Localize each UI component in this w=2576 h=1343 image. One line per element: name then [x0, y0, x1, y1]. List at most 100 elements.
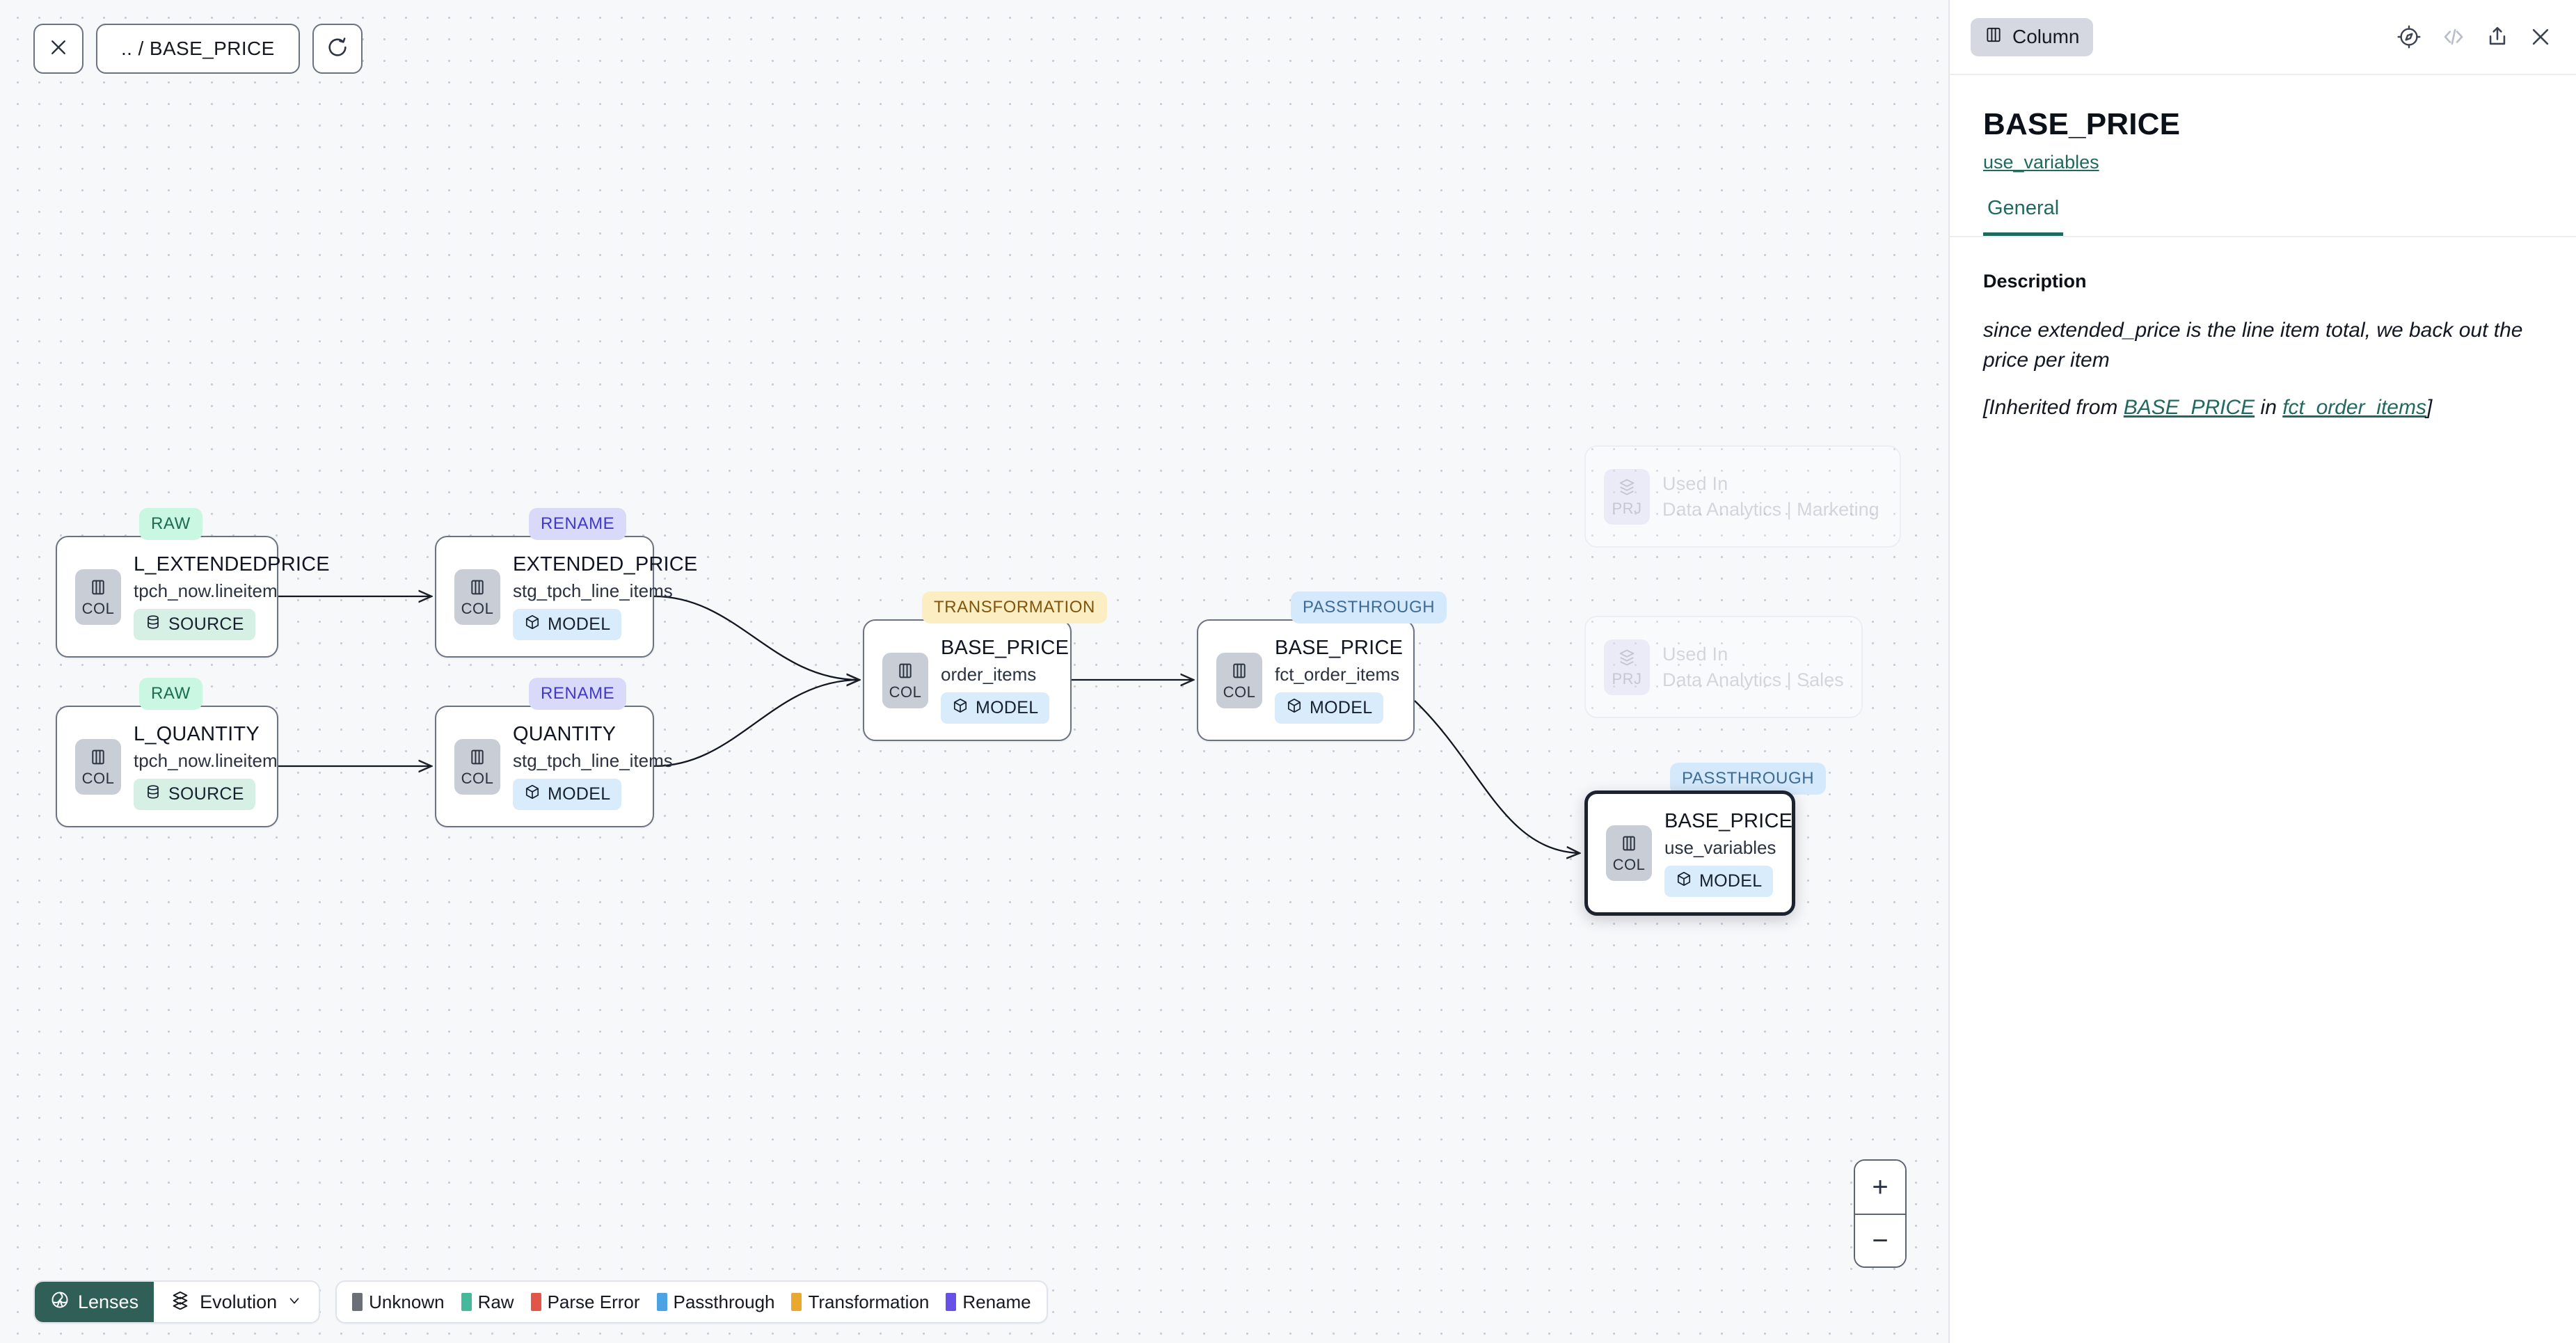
- inherited-model-link[interactable]: fct_order_items: [2282, 396, 2426, 420]
- node-title: QUANTITY: [513, 723, 617, 745]
- project-icon-chip: PRJ: [1604, 639, 1650, 695]
- node-kind-badge: MODEL: [941, 692, 1050, 724]
- node-title: L_QUANTITY: [134, 723, 260, 745]
- tab-general[interactable]: General: [1983, 197, 2064, 236]
- legend-item[interactable]: Rename: [946, 1292, 1031, 1313]
- legend-label: Rename: [962, 1291, 1031, 1312]
- lenses-button[interactable]: Lenses: [35, 1282, 154, 1322]
- column-icon-label: COL: [1612, 856, 1646, 873]
- legend-swatch: [461, 1293, 472, 1311]
- used-in-node[interactable]: PRJ Used In Data Analytics | Marketing: [1584, 445, 1901, 548]
- evolution-label: Evolution: [200, 1291, 278, 1312]
- stage-badge-passthrough[interactable]: PASSTHROUGH: [1291, 591, 1447, 623]
- inherited-column-link[interactable]: BASE_PRICE: [2123, 396, 2255, 420]
- node-kind-label: MODEL: [548, 784, 611, 804]
- node-subtitle: tpch_now.lineitem: [134, 750, 278, 771]
- refresh-button[interactable]: [312, 24, 363, 74]
- project-icon: [1617, 648, 1637, 671]
- column-icon-chip: COL: [454, 569, 500, 625]
- database-icon: [145, 784, 161, 805]
- breadcrumb[interactable]: .. / BASE_PRICE: [96, 24, 300, 74]
- node-subtitle: use_variables: [1664, 836, 1776, 858]
- used-in-subtitle: Data Analytics | Marketing: [1662, 498, 1879, 520]
- node-title: L_EXTENDEDPRICE: [134, 553, 330, 575]
- cube-icon: [524, 614, 541, 635]
- evolution-dropdown[interactable]: Evolution: [154, 1282, 319, 1322]
- details-panel: Column: [1948, 0, 2576, 1343]
- column-icon: [1230, 661, 1249, 684]
- lens-group: Lenses Evolution: [33, 1280, 321, 1324]
- code-icon[interactable]: [2441, 24, 2466, 49]
- compass-icon[interactable]: [2396, 24, 2422, 49]
- entity-type-label: Column: [2012, 26, 2080, 47]
- used-in-node[interactable]: PRJ Used In Data Analytics | Sales: [1584, 616, 1863, 718]
- canvas-toolbar: .. / BASE_PRICE: [33, 24, 363, 74]
- description-text: since extended_price is the line item to…: [1983, 319, 2523, 372]
- details-panel-header: Column: [1950, 0, 2576, 75]
- layers-icon: [170, 1290, 190, 1314]
- lineage-canvas[interactable]: .. / BASE_PRICE: [0, 0, 1948, 1343]
- stage-badge-raw[interactable]: RAW: [139, 508, 202, 540]
- cube-icon: [952, 697, 969, 719]
- legend-label: Parse Error: [547, 1291, 640, 1312]
- node-kind-badge: MODEL: [1664, 865, 1774, 897]
- close-panel-icon[interactable]: [2529, 25, 2552, 49]
- legend-item[interactable]: Transformation: [791, 1292, 929, 1313]
- column-icon-label: COL: [81, 769, 115, 787]
- column-icon: [1985, 26, 2003, 49]
- node-kind-badge: SOURCE: [134, 779, 255, 810]
- share-icon[interactable]: [2486, 25, 2509, 49]
- refresh-icon: [326, 36, 349, 62]
- node-kind-label: MODEL: [976, 698, 1039, 717]
- node-kind-badge: MODEL: [513, 609, 622, 640]
- column-icon: [468, 578, 487, 601]
- zoom-out-button[interactable]: −: [1855, 1214, 1905, 1266]
- legend-swatch: [946, 1293, 957, 1311]
- cube-icon: [1676, 871, 1692, 892]
- node-subtitle: fct_order_items: [1275, 664, 1400, 685]
- legend-item[interactable]: Unknown: [352, 1292, 445, 1313]
- stage-badge-raw[interactable]: RAW: [139, 678, 202, 710]
- project-icon-chip: PRJ: [1604, 468, 1650, 525]
- used-in-subtitle: Data Analytics | Sales: [1662, 669, 1844, 690]
- inherited-prefix: [Inherited from: [1983, 396, 2124, 420]
- legend-item[interactable]: Raw: [461, 1292, 514, 1313]
- legend-item[interactable]: Parse Error: [530, 1291, 640, 1313]
- stage-badge-rename[interactable]: RENAME: [529, 678, 627, 710]
- database-icon: [145, 614, 161, 635]
- lenses-label: Lenses: [78, 1291, 139, 1312]
- node-subtitle: tpch_now.lineitem: [134, 580, 278, 601]
- cube-icon: [524, 784, 541, 805]
- node-kind-label: MODEL: [1699, 871, 1763, 891]
- legend-label: Transformation: [808, 1291, 930, 1312]
- close-graph-button[interactable]: [33, 24, 84, 74]
- project-icon: [1617, 477, 1637, 500]
- panel-header-actions: [2396, 24, 2552, 49]
- column-icon-label: COL: [81, 599, 115, 617]
- parent-model-link[interactable]: use_variables: [1983, 152, 2099, 173]
- description-label: Description: [1983, 271, 2087, 292]
- stage-badge-transformation[interactable]: TRANSFORMATION: [922, 591, 1107, 623]
- node-kind-label: SOURCE: [168, 784, 244, 804]
- zoom-in-button[interactable]: +: [1855, 1161, 1905, 1214]
- entity-type-chip[interactable]: Column: [1971, 17, 2094, 56]
- node-subtitle: stg_tpch_line_items: [513, 750, 673, 771]
- stage-badge-rename[interactable]: RENAME: [529, 508, 627, 540]
- zoom-controls: + −: [1854, 1159, 1907, 1268]
- legend-swatch: [791, 1293, 802, 1311]
- column-icon: [468, 747, 487, 770]
- used-in-label: Used In: [1662, 472, 1728, 494]
- legend-item[interactable]: Passthrough: [656, 1292, 774, 1313]
- stage-badge-passthrough[interactable]: PASSTHROUGH: [1670, 763, 1827, 795]
- legend-swatch: [656, 1293, 667, 1311]
- close-icon: [48, 37, 69, 61]
- project-icon-label: PRJ: [1612, 669, 1642, 688]
- legend-label: Raw: [477, 1291, 514, 1312]
